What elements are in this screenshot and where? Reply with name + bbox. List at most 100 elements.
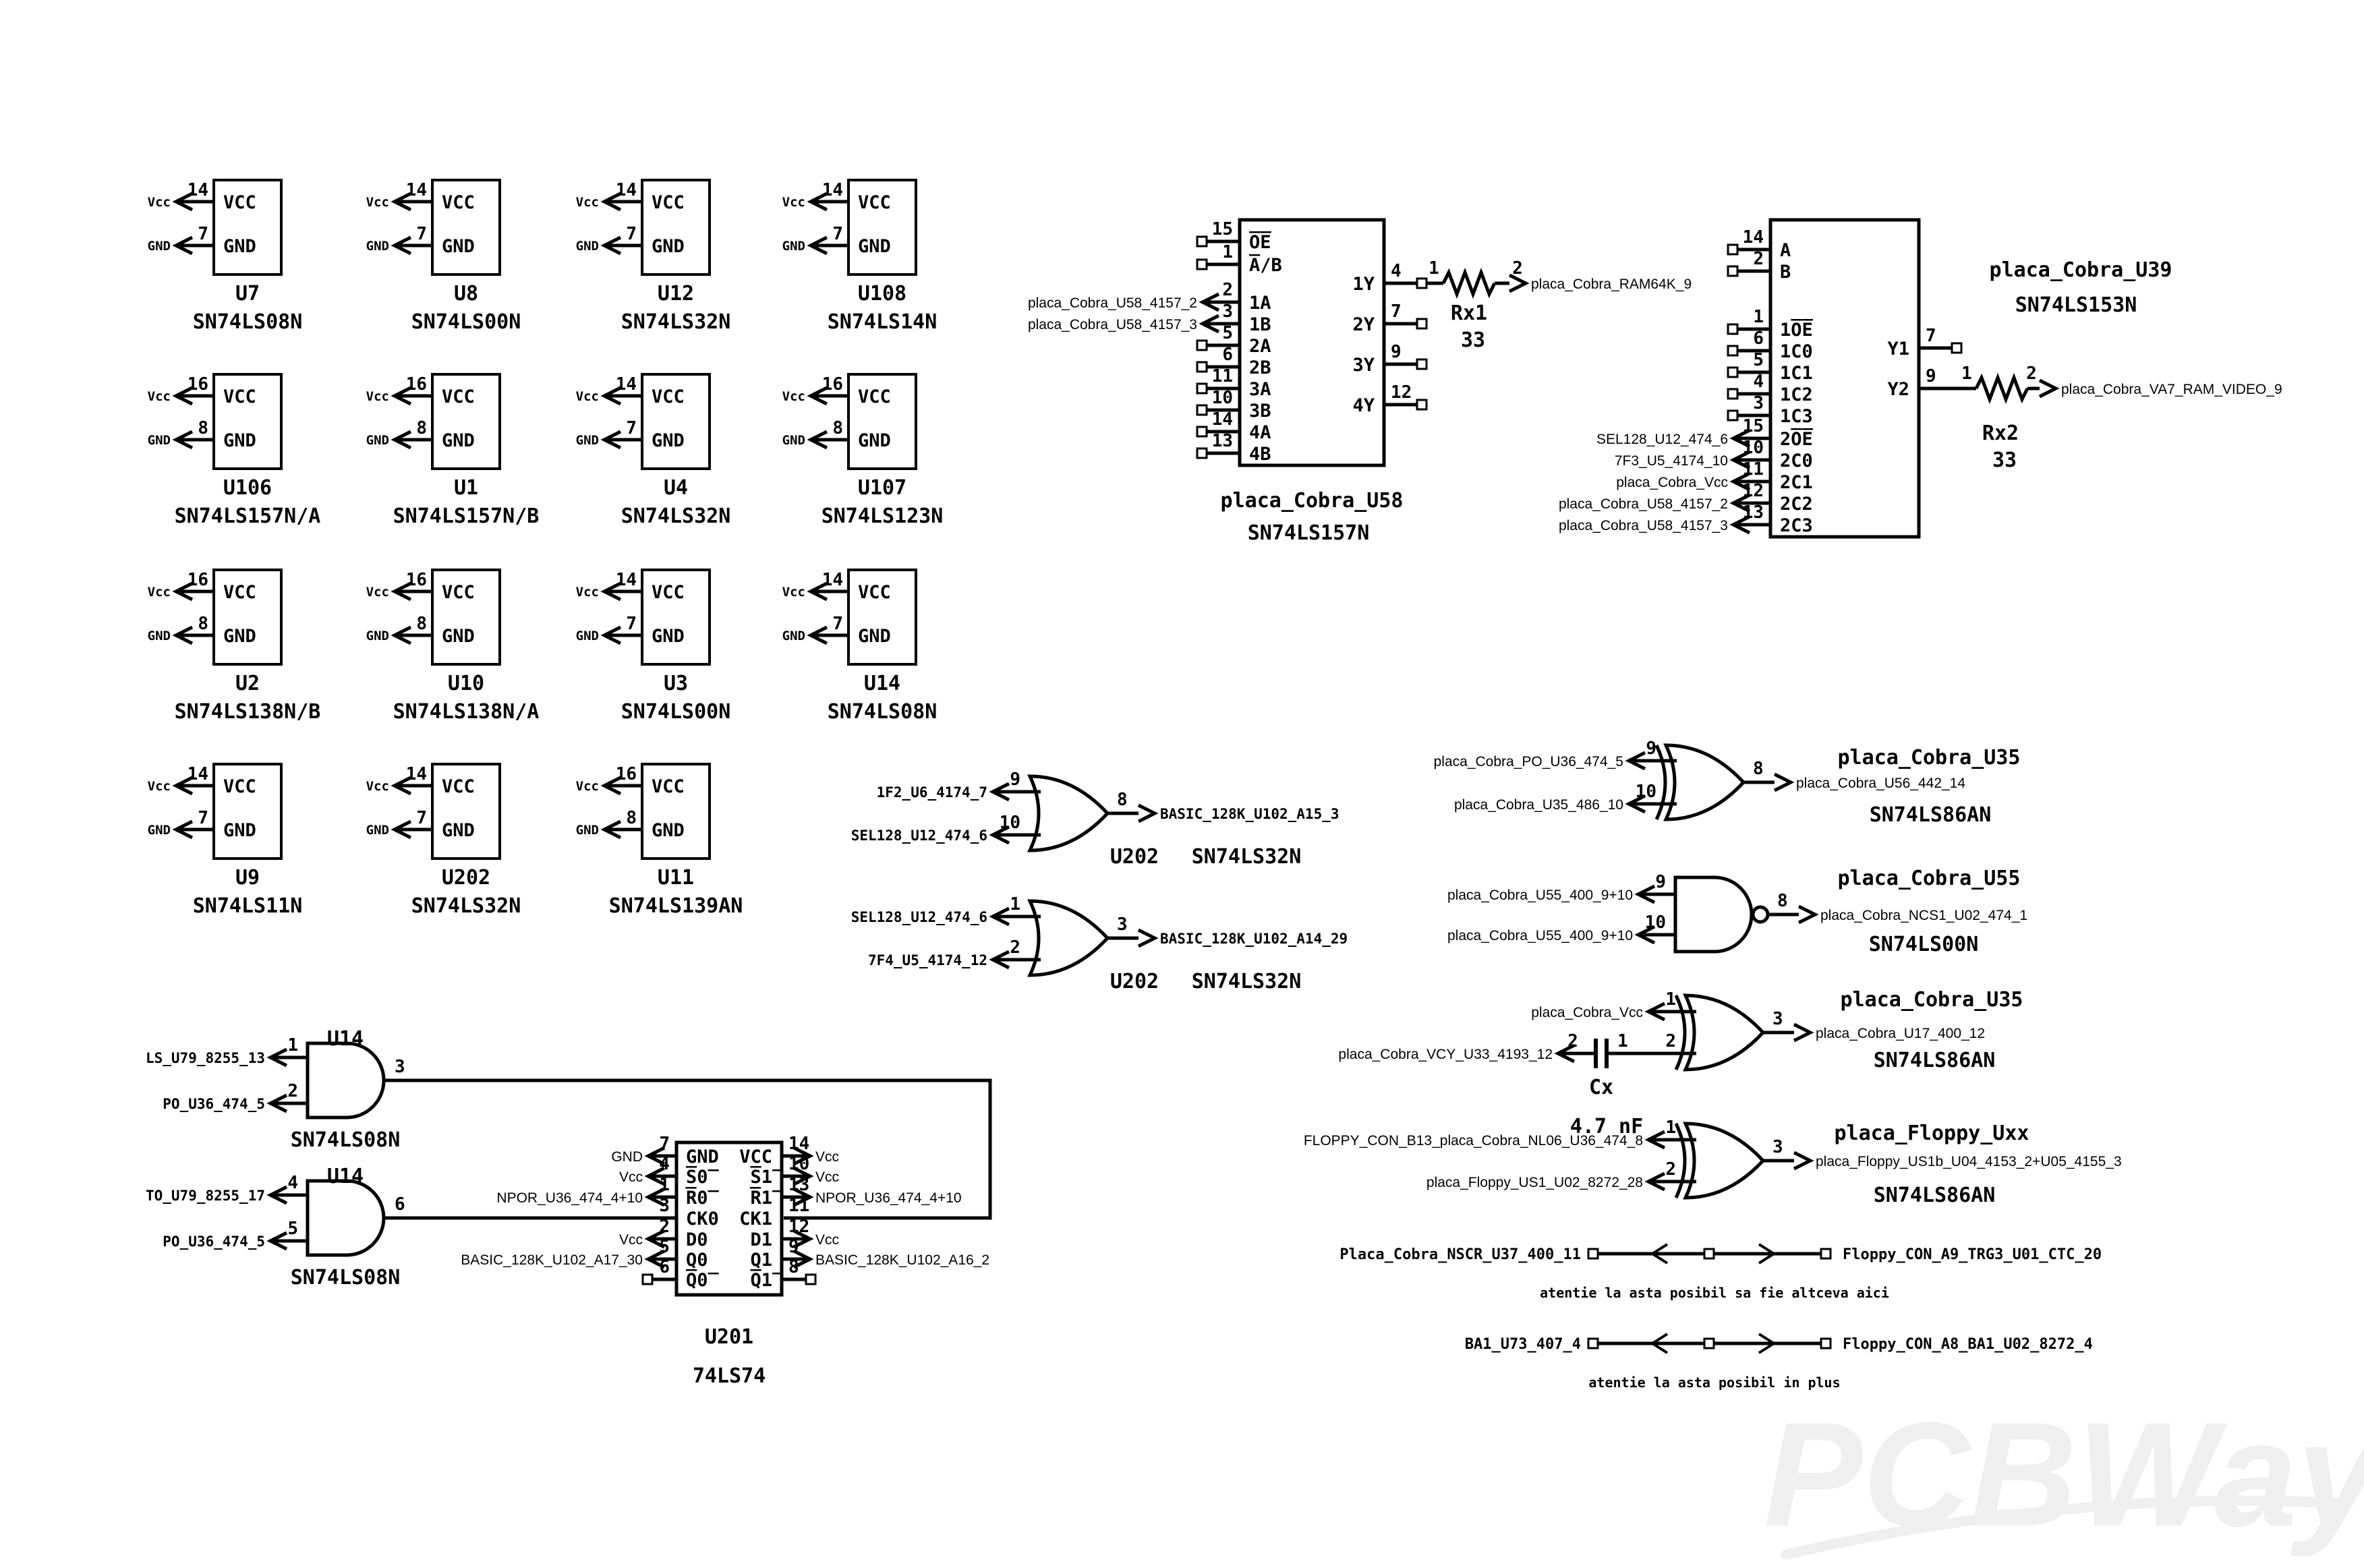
ic-body <box>212 179 283 276</box>
net-label: Vcc <box>815 1232 839 1248</box>
pin-number: 8 <box>416 418 427 438</box>
pin-number: 7 <box>626 614 637 634</box>
net-label: BASIC_128K_U102_A14_29 <box>1160 931 1348 947</box>
arrow-left-icon <box>391 581 412 602</box>
annotation-note: atentie la asta posibil in plus <box>1588 1374 1840 1391</box>
arrow-left-icon <box>644 1166 666 1186</box>
pin-name: 1C3 <box>1780 406 1813 427</box>
pin-number: 5 <box>659 1237 670 1257</box>
component-ref: U202 <box>1110 970 1159 993</box>
gate-body <box>1027 899 1110 977</box>
arrow-left-icon <box>266 1093 288 1113</box>
pin-number: 11 <box>1743 459 1764 480</box>
net-label: Vcc <box>815 1169 839 1185</box>
arrow-left-icon <box>644 1249 666 1269</box>
chevron-right-icon <box>1758 1333 1777 1354</box>
net-label: 7F4_U5_4174_12 <box>868 952 987 968</box>
ic-body <box>431 763 501 860</box>
arrow-left-icon <box>1729 493 1751 513</box>
terminal-square-icon <box>1727 409 1739 422</box>
arrow-left-icon <box>172 386 194 406</box>
pin-number: 1 <box>287 1035 298 1055</box>
pin-number: 1 <box>1617 1031 1628 1051</box>
component-ref: U107 <box>858 476 906 500</box>
terminal-square-icon <box>1703 1248 1715 1260</box>
arrow-left-icon <box>391 776 412 796</box>
component-part: SN74LS14N <box>828 310 938 334</box>
arrow-left-icon <box>600 776 622 796</box>
pin-number: 7 <box>198 808 208 828</box>
arrow-left-icon <box>1625 794 1646 814</box>
pin-name: GND <box>223 236 256 257</box>
pin-number: 2 <box>1010 937 1020 958</box>
pin-name: 1Y <box>1352 274 1375 295</box>
net-label: TO_U79_8255_17 <box>146 1188 265 1204</box>
pin-name: VCC <box>858 386 891 407</box>
component-part: SN74LS32N <box>621 504 731 528</box>
net-label: Vcc <box>576 389 599 404</box>
pin-number: 14 <box>616 374 637 395</box>
pin-number: 12 <box>1391 382 1412 403</box>
pin-name: GND <box>442 626 475 647</box>
component-part: SN74LS08N <box>291 1128 401 1152</box>
component-placa_Cobra_U39: 14A2B11O̅E̅61C051C141C231C3SEL128_U12_47… <box>1559 218 2172 539</box>
terminal-square-icon <box>1820 1248 1832 1260</box>
pin-number: 3 <box>395 1057 405 1077</box>
xor-input-arc-icon <box>1674 1122 1687 1199</box>
net-label: placa_Cobra_NCS1_U02_474_1 <box>1820 908 2027 923</box>
net-label: Vcc <box>366 779 389 794</box>
pin-name: VCC <box>223 582 256 603</box>
component-body <box>674 1140 784 1297</box>
net-label: GND <box>366 629 389 643</box>
pin-number: 15 <box>1743 416 1764 436</box>
net-label: SEL128_U12_474_6 <box>851 909 987 925</box>
component-ref: U202 <box>1110 845 1159 869</box>
component-part: SN74LS139AN <box>609 894 743 918</box>
pin-name: 2C1 <box>1780 472 1813 493</box>
pin-name: VCC <box>739 1146 772 1167</box>
net-label: BASIC_128K_U102_A17_30 <box>461 1252 643 1268</box>
net-label: 1F2_U6_4174_7 <box>877 784 987 801</box>
net-label: placa_Cobra_U35_486_10 <box>1454 797 1623 813</box>
pin-name: D0 <box>686 1229 708 1250</box>
net-label: placa_Cobra_U17_400_12 <box>1816 1026 1985 1041</box>
pin-name: D1 <box>750 1229 772 1250</box>
pin-number: 8 <box>198 614 208 634</box>
arrow-left-icon <box>172 192 194 212</box>
pin-number: 3 <box>1772 1009 1783 1029</box>
net-label: Vcc <box>366 389 389 404</box>
ic-body <box>212 373 283 470</box>
component-ref: placa_Floppy_Uxx <box>1835 1122 2029 1145</box>
gate-and-U14: TO_U79_8255_174PO_U36_474_556U14SN74LS08… <box>146 1165 405 1289</box>
pin-name: A <box>1780 240 1791 261</box>
terminal-square-icon <box>1727 388 1739 400</box>
pin-number: 16 <box>616 764 637 784</box>
terminal-square-icon <box>1587 1248 1599 1260</box>
net-label: Floppy_CON_A8_BA1_U02_8272_4 <box>1843 1336 2093 1353</box>
pin-number: 10 <box>1212 388 1233 408</box>
pin-name: 3A <box>1249 379 1271 400</box>
pin-number: 8 <box>416 614 427 634</box>
arrow-left-icon <box>644 1229 666 1249</box>
arrow-left-icon <box>391 625 412 645</box>
component-part: SN74LS138N/B <box>175 700 321 724</box>
gate-body <box>1683 993 1766 1072</box>
arrow-right-icon <box>792 1166 814 1186</box>
pin-number: 6 <box>1222 345 1233 365</box>
net-label: FLOPPY_CON_B13_placa_Cobra_NL06_U36_474_… <box>1304 1133 1643 1149</box>
pin-name: VCC <box>652 582 685 603</box>
pin-name: 1B <box>1249 314 1271 335</box>
terminal-square-icon <box>1416 277 1428 289</box>
component-ref: placa_Cobra_U55 <box>1838 867 2021 890</box>
gate-body <box>1673 875 1754 954</box>
connector-row: Placa_Cobra_NSCR_U37_400_11 Floppy_CON_A… <box>1339 1243 2102 1301</box>
arrow-left-icon <box>807 581 828 602</box>
pin-name: VCC <box>442 582 475 603</box>
